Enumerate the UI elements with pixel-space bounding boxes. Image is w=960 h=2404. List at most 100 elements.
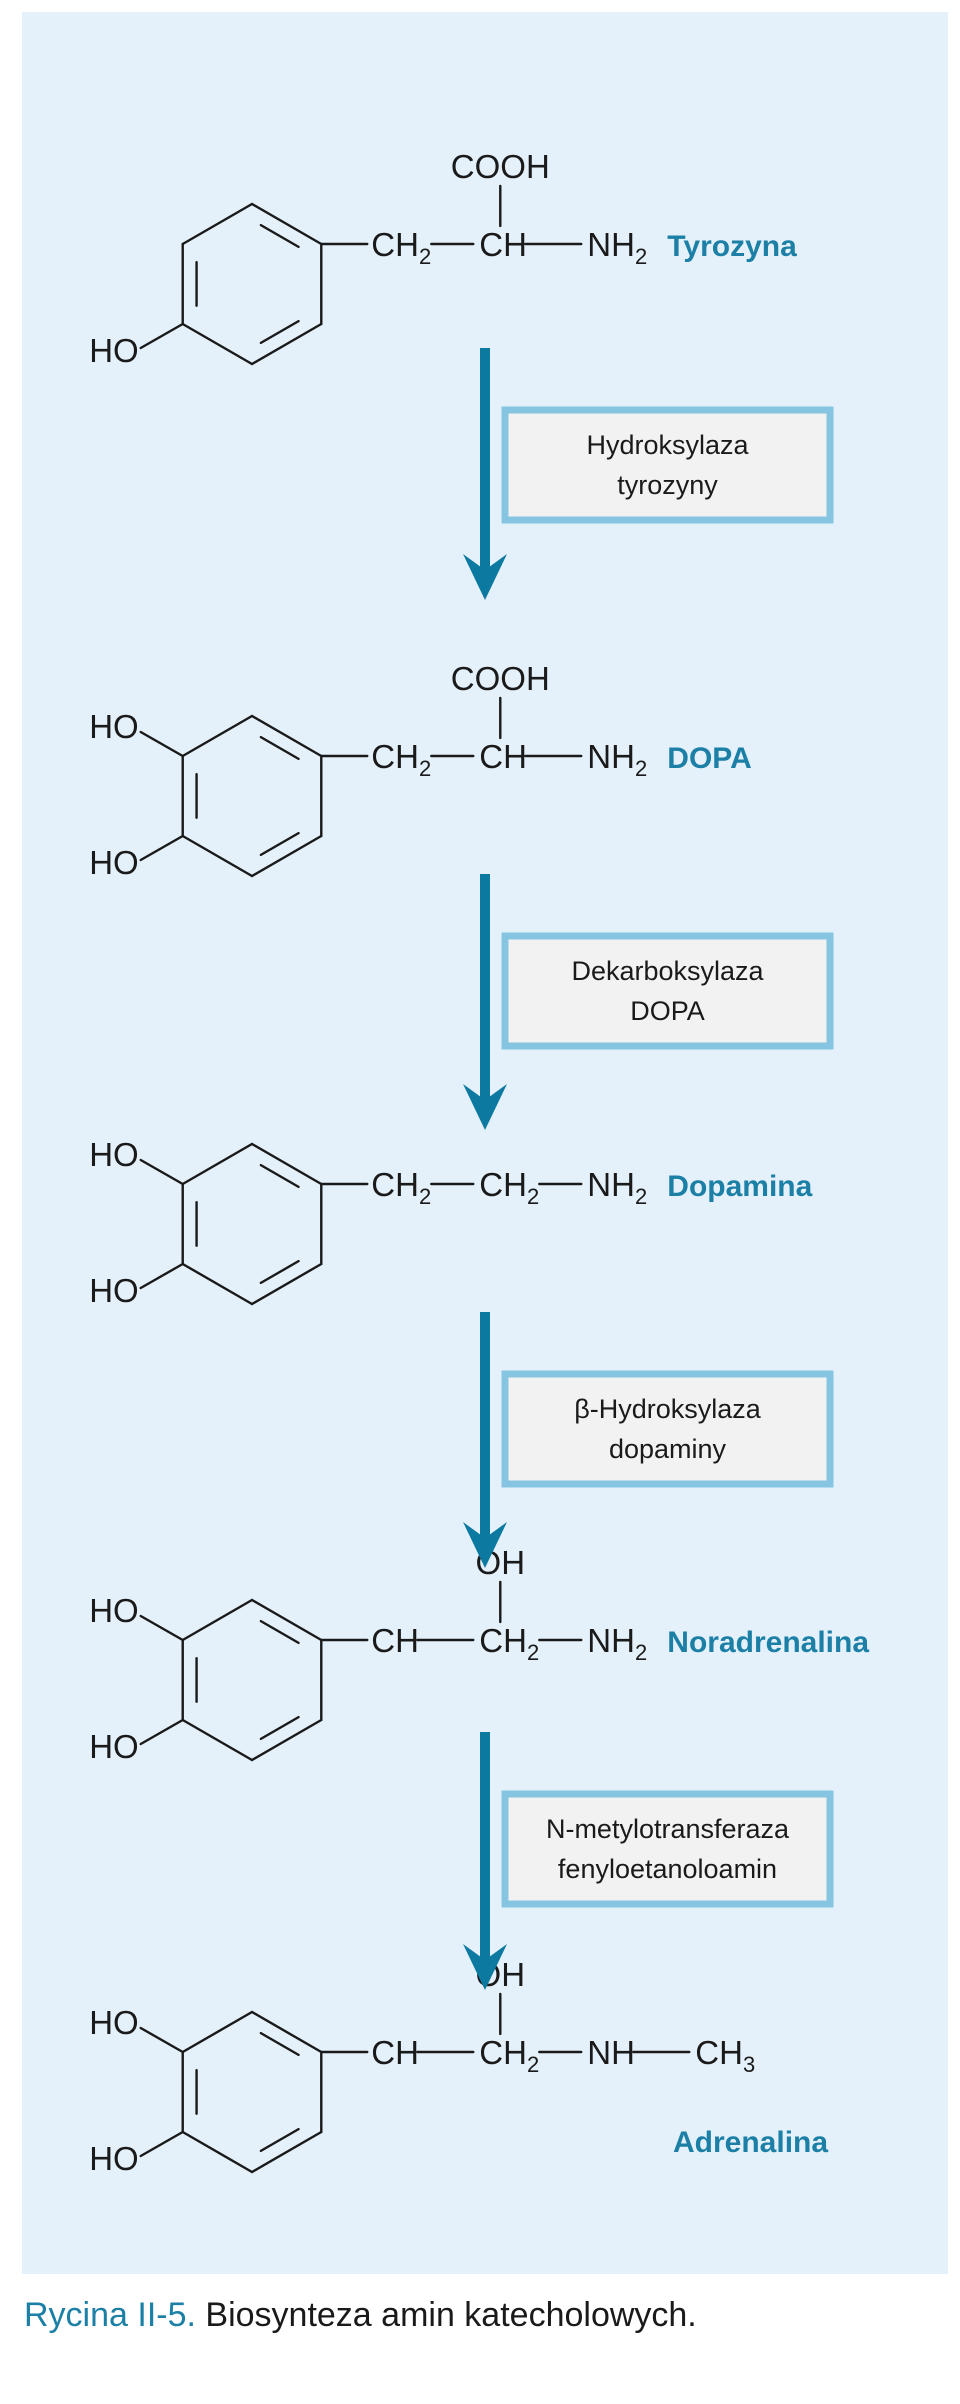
enzyme-box (501, 406, 834, 524)
ring-double-bond (259, 2031, 300, 2057)
top-group-label: COOH (451, 148, 550, 185)
chain-atom-ch: CH (371, 2034, 419, 2071)
enzyme-name-line: N-metylotransferaza (546, 1814, 790, 1844)
ring-bond (181, 1262, 254, 1306)
hydroxyl-bond (139, 322, 184, 350)
ring-double-bond (259, 223, 300, 249)
ring-double-bond (259, 319, 300, 345)
hydroxyl-label: HO (89, 1592, 139, 1629)
ring-double-bond (259, 1259, 300, 1285)
ring-double-bond (259, 1619, 300, 1645)
enzyme-box (501, 1790, 834, 1908)
figure-caption: Rycina II-5. Biosynteza amin katecholowy… (24, 2296, 697, 2335)
caption-text: Biosynteza amin katecholowych. (195, 2296, 697, 2334)
enzyme-name-line: β-Hydroksylaza (574, 1394, 762, 1424)
chain-atom-ch: CH3 (695, 2034, 755, 2077)
hydroxyl-bond (139, 1614, 184, 1642)
ring-bond (250, 322, 323, 366)
ring-bond (250, 1142, 323, 1186)
ring-bond (181, 1142, 254, 1186)
hydroxyl-label: HO (89, 708, 139, 745)
ring-bond (250, 714, 323, 758)
ring-double-bond (259, 735, 300, 761)
hydroxyl-label: HO (89, 844, 139, 881)
reaction-step-1: Hydroksylaza tyrozyny (463, 348, 834, 600)
chain-atom-ch: CH (479, 738, 527, 775)
chain-atom-nh: NH (587, 2034, 635, 2071)
hydroxyl-label: HO (89, 2004, 139, 2041)
arrow-head (463, 554, 507, 600)
arrow-shaft (480, 1732, 490, 1960)
hydroxyl-bond (139, 1158, 184, 1186)
compound-name-dopa: DOPA (667, 742, 751, 775)
ring-double-bond (259, 1715, 300, 1741)
caption-label: Rycina II-5. (24, 2296, 196, 2334)
arrow-shaft (480, 1312, 490, 1538)
chain-atom-ch: CH2 (479, 1166, 539, 1209)
arrow-head (463, 1944, 507, 1990)
chain-atom-ch: CH2 (479, 2034, 539, 2077)
hydroxyl-bond (139, 1262, 184, 1290)
reaction-step-4: N-metylotransferaza fenyloetanoloamin (463, 1732, 834, 1990)
chain-atom-nh: NH2 (587, 226, 647, 269)
chain-atom-ch: CH2 (371, 738, 431, 781)
enzyme-box (501, 932, 834, 1050)
chain-atom-ch: CH (479, 226, 527, 263)
hydroxyl-label: HO (89, 2140, 139, 2177)
hydroxyl-label: HO (89, 332, 139, 369)
chain-atom-nh: NH2 (587, 1622, 647, 1665)
ring-bond (181, 322, 254, 366)
chain-atom-nh: NH2 (587, 738, 647, 781)
ring-bond (250, 2010, 323, 2054)
compound-name-dopamina: Dopamina (667, 1170, 812, 1203)
arrow-head (463, 1084, 507, 1130)
ring-bond (181, 1598, 254, 1642)
ring-bond (250, 1718, 323, 1762)
hydroxyl-label: HO (89, 1272, 139, 1309)
enzyme-name-line: fenyloetanoloamin (558, 1854, 777, 1884)
ring-bond (181, 1718, 254, 1762)
enzyme-name-line: Dekarboksylaza (571, 956, 764, 986)
arrow-shaft (480, 348, 490, 570)
compound-name-tyrozyna: Tyrozyna (667, 230, 797, 263)
hydroxyl-label: HO (89, 1136, 139, 1173)
ring-bond (181, 714, 254, 758)
enzyme-name-line: DOPA (630, 996, 705, 1026)
hydroxyl-bond (139, 730, 184, 758)
ring-bond (250, 1598, 323, 1642)
ring-double-bond (259, 1163, 300, 1189)
ring-bond (250, 1262, 323, 1306)
enzyme-box (501, 1370, 834, 1488)
molecule-dopa: HO HO CH2 CH COOH NH2 DOPA (89, 660, 752, 881)
compound-name-noradrenalina: Noradrenalina (667, 1626, 869, 1659)
compound-name-adrenalina: Adrenalina (673, 2126, 828, 2159)
arrow-head (463, 1522, 507, 1568)
chain-atom-ch: CH2 (371, 1166, 431, 1209)
ring-bond (181, 2010, 254, 2054)
enzyme-name-line: Hydroksylaza (586, 430, 749, 460)
ring-bond (250, 202, 323, 246)
ring-bond (181, 202, 254, 246)
top-group-label: COOH (451, 660, 550, 697)
arrow-shaft (480, 874, 490, 1100)
enzyme-name-line: dopaminy (609, 1434, 727, 1464)
ring-double-bond (259, 831, 300, 857)
ring-double-bond (259, 2127, 300, 2153)
reaction-step-3: β-Hydroksylaza dopaminy (463, 1312, 834, 1568)
chain-atom-ch: CH2 (479, 1622, 539, 1665)
hydroxyl-bond (139, 1718, 184, 1746)
hydroxyl-label: HO (89, 1728, 139, 1765)
ring-bond (250, 2130, 323, 2174)
hydroxyl-bond (139, 834, 184, 862)
chain-atom-ch: CH (371, 1622, 419, 1659)
ring-bond (181, 834, 254, 878)
ring-bond (181, 2130, 254, 2174)
enzyme-name-line: tyrozyny (617, 470, 718, 500)
